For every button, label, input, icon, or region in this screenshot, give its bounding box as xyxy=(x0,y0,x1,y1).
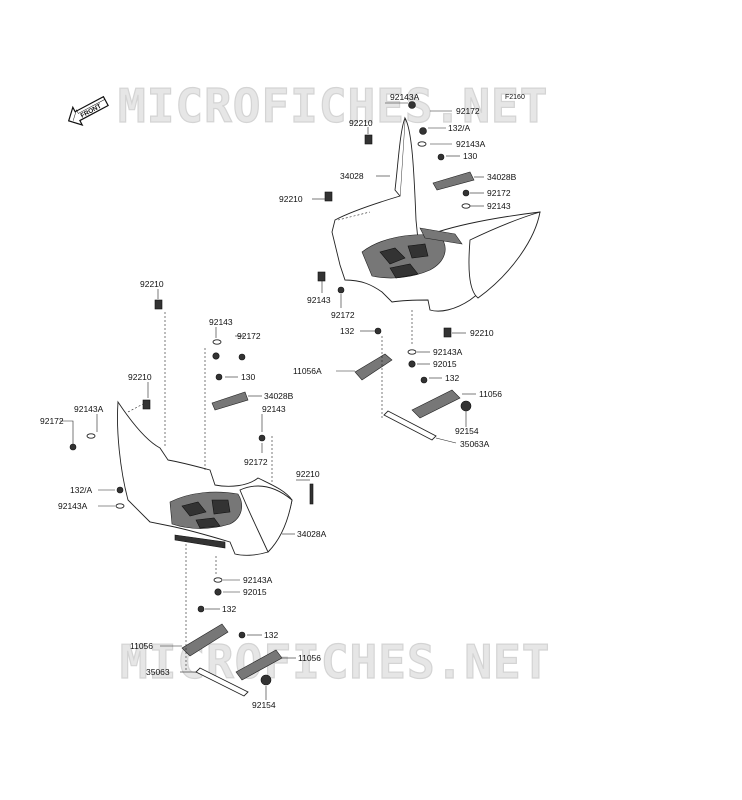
label-92143: 92143 xyxy=(262,404,286,414)
label-92172: 92172 xyxy=(331,310,355,320)
left-footrest-assembly xyxy=(69,299,314,697)
label-34028B: 34028B xyxy=(487,172,517,182)
label-34028B: 34028B xyxy=(264,391,294,401)
label-34028: 34028 xyxy=(340,171,364,181)
diagram-code: F2160 xyxy=(505,94,525,101)
label-92172: 92172 xyxy=(237,331,261,341)
label-92154: 92154 xyxy=(455,426,479,436)
label-11056A: 11056A xyxy=(293,366,322,376)
label-132A: 132/A xyxy=(70,485,93,495)
left-labels: 92210 92143 92172 130 92210 34028B 92143… xyxy=(40,279,327,710)
label-132A: 132/A xyxy=(448,123,471,133)
label-132: 132 xyxy=(264,630,278,640)
label-92210: 92210 xyxy=(128,372,152,382)
label-34028A: 34028A xyxy=(297,529,327,539)
label-92210: 92210 xyxy=(140,279,164,289)
watermark-top: MICROFICHES.NET xyxy=(118,79,548,133)
label-92143A: 92143A xyxy=(456,139,486,149)
label-130: 130 xyxy=(241,372,255,382)
label-92143: 92143 xyxy=(209,317,233,327)
label-92172: 92172 xyxy=(487,188,511,198)
label-92143A: 92143A xyxy=(390,92,420,102)
label-92015: 92015 xyxy=(243,587,267,597)
front-arrow-icon: FRONT xyxy=(67,95,109,126)
label-11056: 11056 xyxy=(298,653,321,663)
label-92210: 92210 xyxy=(296,469,320,479)
label-130: 130 xyxy=(463,151,477,161)
label-92015: 92015 xyxy=(433,359,457,369)
label-92154: 92154 xyxy=(252,700,276,710)
right-leader-lines xyxy=(312,102,484,444)
label-92143A: 92143A xyxy=(433,347,463,357)
label-92143A: 92143A xyxy=(243,575,273,585)
clip-92210-top xyxy=(364,134,373,145)
right-labels: 92143A 92172 132/A 92143A 130 34028B 921… xyxy=(279,92,517,449)
label-92210: 92210 xyxy=(470,328,494,338)
label-132: 132 xyxy=(445,373,459,383)
left-leader-lines xyxy=(60,289,310,700)
label-92143: 92143 xyxy=(307,295,331,305)
label-92172: 92172 xyxy=(244,457,268,467)
label-11056: 11056 xyxy=(479,389,502,399)
watermark-bottom: MICROFICHES.NET xyxy=(120,635,550,689)
label-92172: 92172 xyxy=(40,416,64,426)
label-92143A: 92143A xyxy=(74,404,104,414)
label-92210: 92210 xyxy=(349,118,373,128)
label-11056: 11056 xyxy=(130,641,153,651)
label-92210: 92210 xyxy=(279,194,303,204)
label-35063: 35063 xyxy=(146,667,170,677)
label-92143: 92143 xyxy=(487,201,511,211)
label-92172: 92172 xyxy=(456,106,480,116)
right-footrest-assembly xyxy=(317,101,541,441)
label-132: 132 xyxy=(222,604,236,614)
label-132: 132 xyxy=(340,326,354,336)
label-35063A: 35063A xyxy=(460,439,490,449)
label-92143A: 92143A xyxy=(58,501,88,511)
